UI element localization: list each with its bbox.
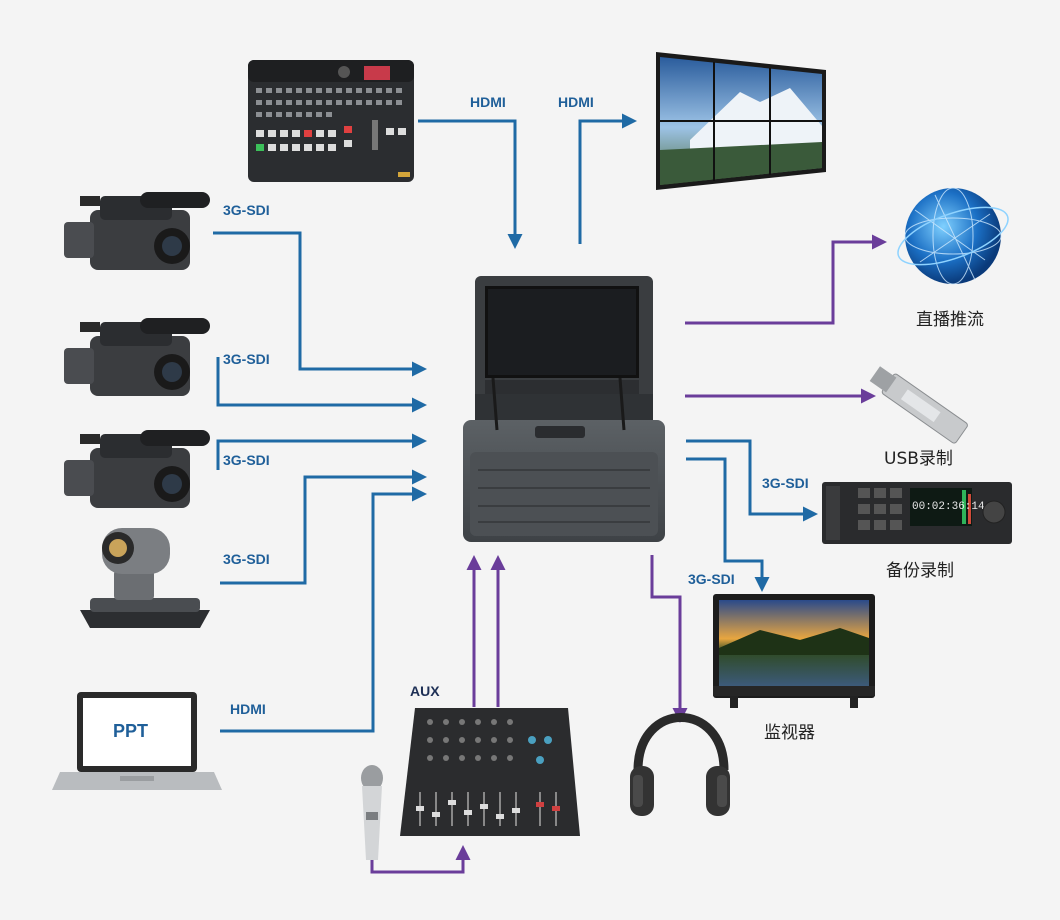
headphone-line bbox=[650, 555, 688, 723]
sdi-camera2-label: 3G-SDI bbox=[223, 351, 270, 367]
monitor-label: 监视器 bbox=[764, 723, 815, 743]
video-switcher bbox=[248, 60, 414, 182]
hdmi-out-label: HDMI bbox=[558, 94, 594, 110]
audio-and-stream-connections bbox=[370, 234, 887, 874]
video-connections bbox=[213, 113, 818, 733]
sdi-camera3-label: 3G-SDI bbox=[223, 452, 270, 468]
camcorder-2 bbox=[64, 318, 210, 396]
video-wall bbox=[656, 52, 826, 190]
mic-to-mixer-line bbox=[370, 845, 471, 874]
camera2-line bbox=[216, 357, 427, 413]
sdi-monitor-label: 3G-SDI bbox=[688, 571, 735, 587]
audio-mixer bbox=[400, 708, 580, 836]
encoder-to-videowall-line bbox=[578, 113, 637, 244]
aux-label: AUX bbox=[410, 683, 440, 699]
usb-drive-icon bbox=[869, 366, 968, 444]
laptop-line bbox=[220, 486, 427, 733]
hdmi-ppt-label: HDMI bbox=[230, 701, 266, 717]
monitor-device bbox=[713, 594, 875, 708]
sdi-ptz-label: 3G-SDI bbox=[223, 551, 270, 567]
monitor-line bbox=[686, 457, 770, 592]
stream-line bbox=[685, 234, 887, 325]
ptz-camera bbox=[80, 528, 210, 628]
usb-record-label: USB录制 bbox=[884, 449, 953, 469]
laptop: PPT bbox=[52, 692, 222, 790]
camera1-line bbox=[213, 231, 427, 377]
laptop-screen-text: PPT bbox=[113, 721, 148, 741]
headphones-icon bbox=[630, 713, 730, 816]
sdi-backup-label: 3G-SDI bbox=[762, 475, 809, 491]
ptz-camera-line bbox=[220, 469, 427, 585]
microphone bbox=[361, 765, 383, 860]
camcorder-1 bbox=[64, 192, 210, 270]
backup-recorder-line bbox=[686, 439, 818, 522]
backup-record-label: 备份录制 bbox=[886, 561, 954, 581]
backup-recorder: 00:02:36:14 bbox=[822, 482, 1012, 544]
live-stream-label: 直播推流 bbox=[916, 310, 984, 330]
camera3-line bbox=[216, 433, 427, 470]
camcorder-3 bbox=[64, 430, 210, 508]
sdi-camera1-label: 3G-SDI bbox=[223, 202, 270, 218]
hdmi-in-label: HDMI bbox=[470, 94, 506, 110]
switcher-to-encoder-line bbox=[418, 119, 523, 249]
portable-encoder-case bbox=[463, 276, 665, 542]
globe-icon bbox=[897, 187, 1009, 285]
recorder-timecode: 00:02:36:14 bbox=[912, 501, 985, 513]
